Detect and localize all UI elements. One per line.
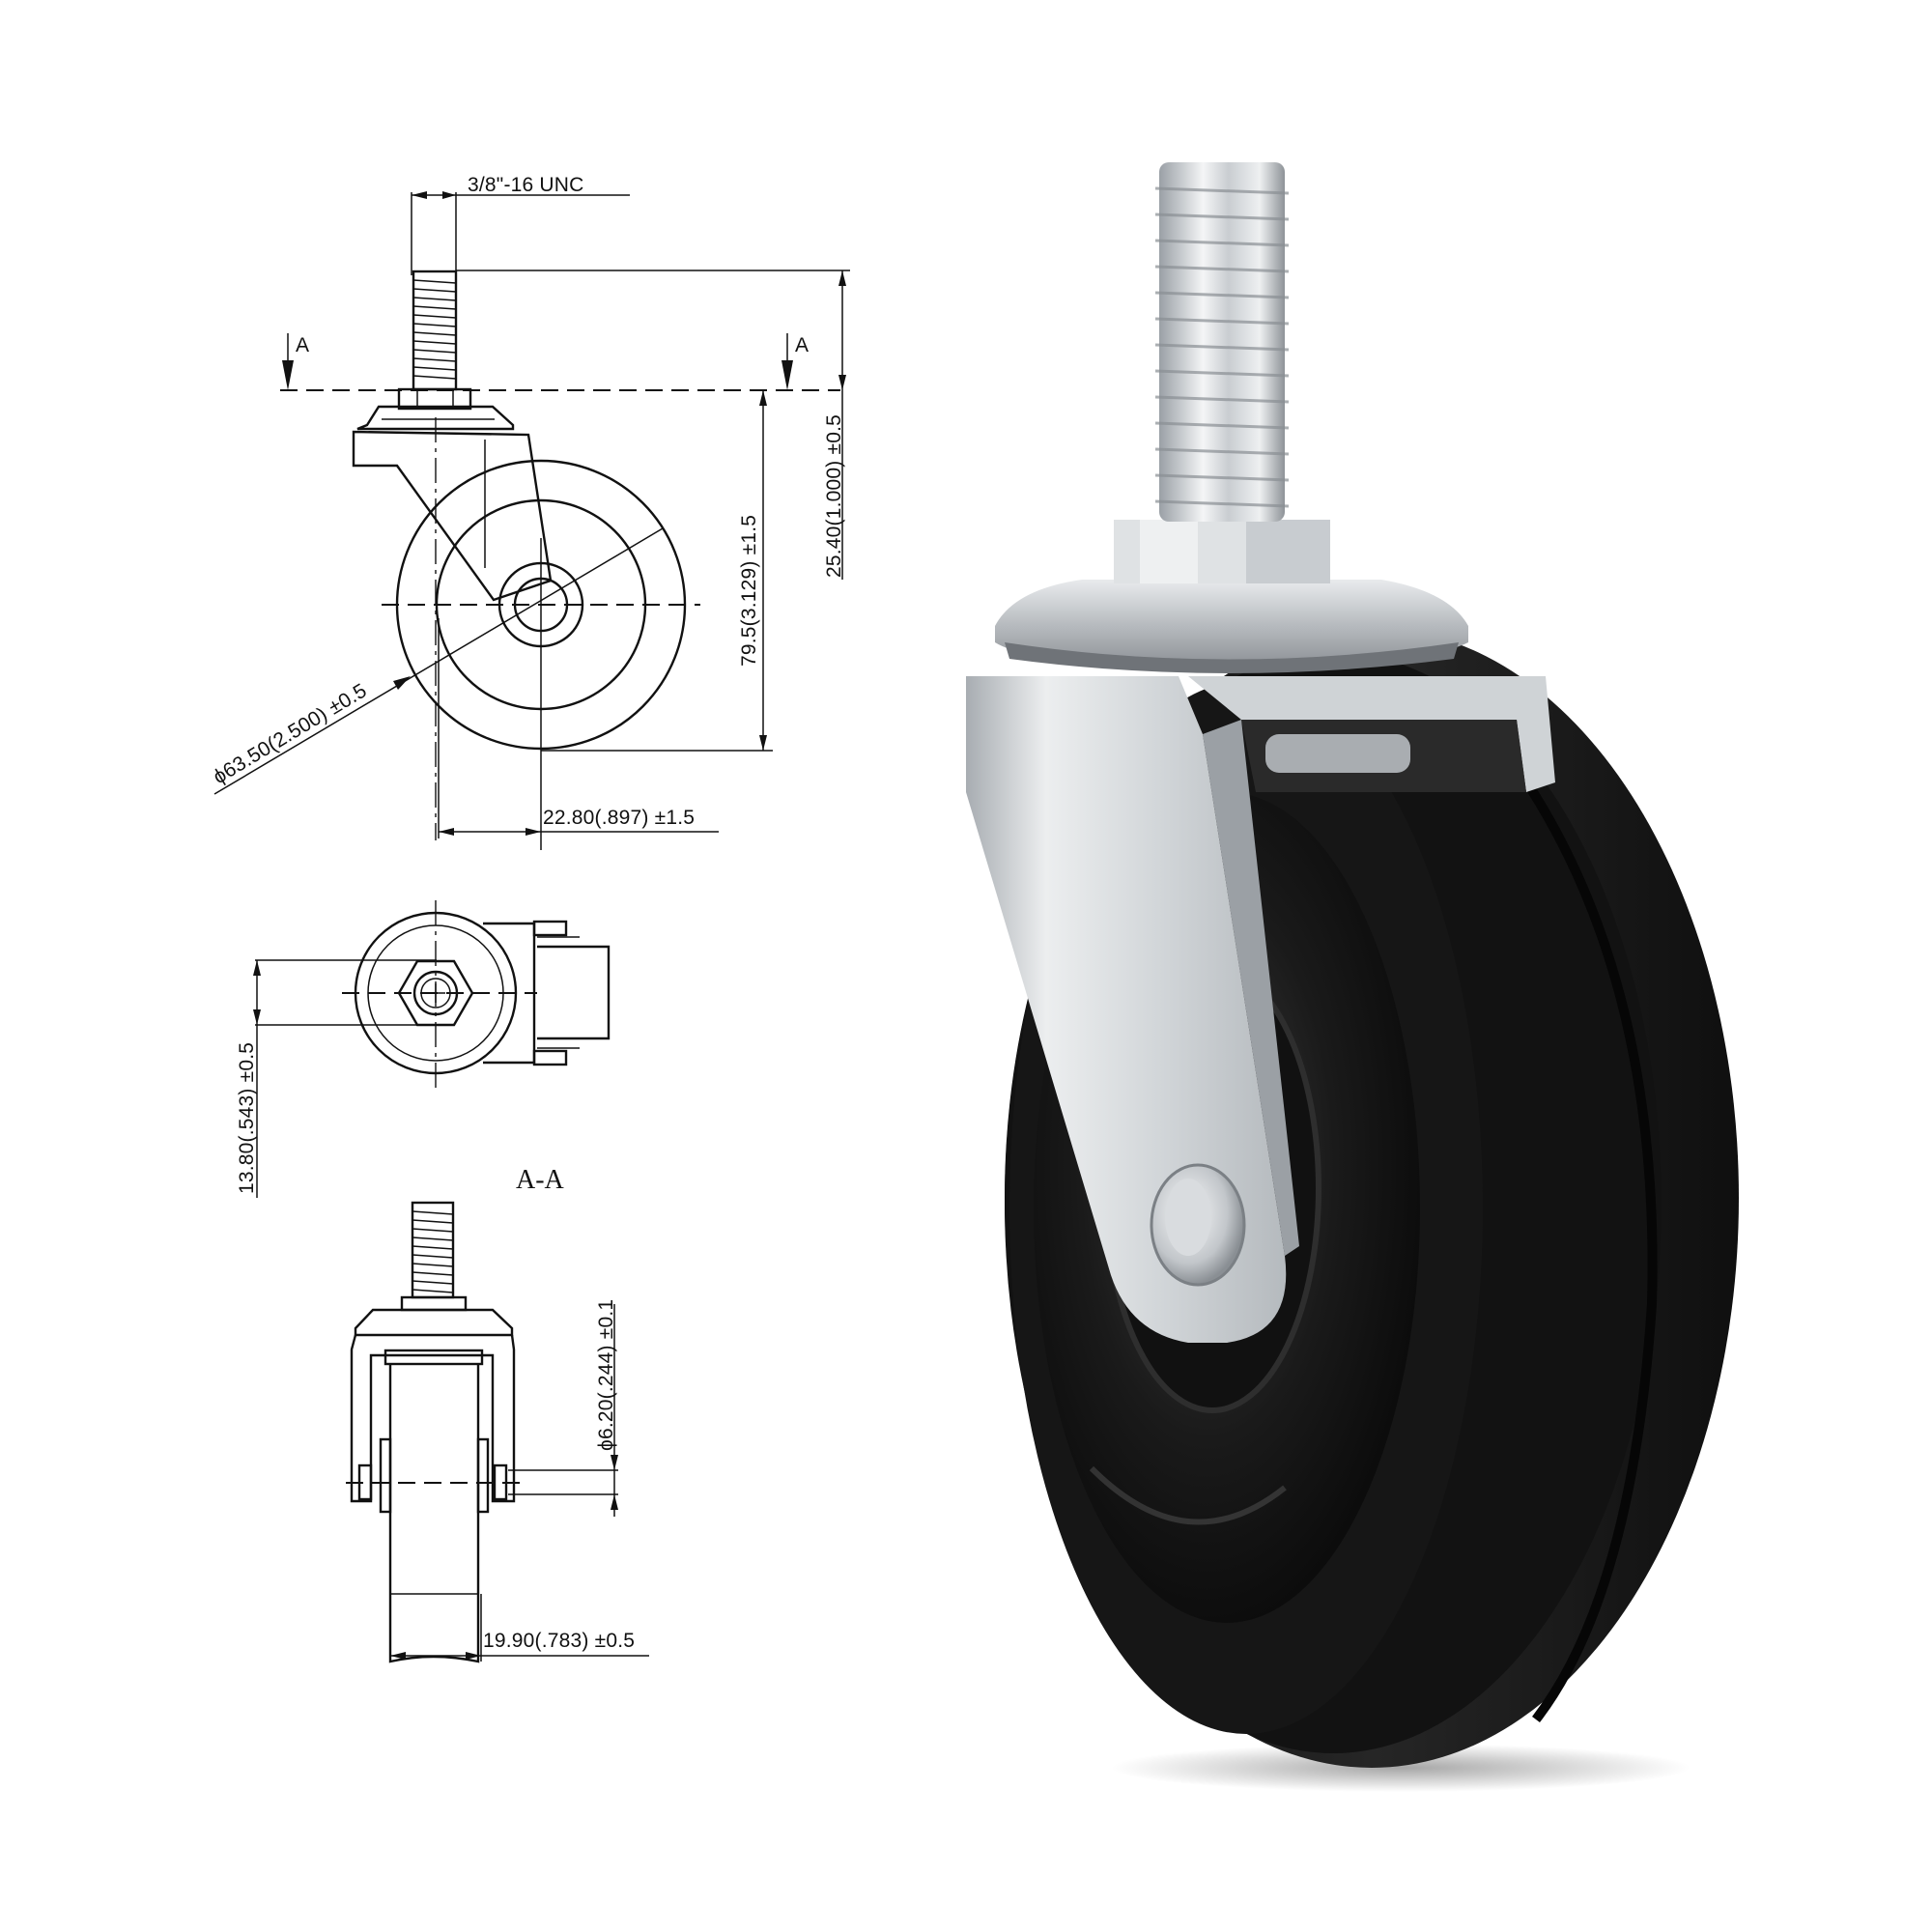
axle-bolt [1150,1163,1246,1287]
hub-dimension-label: 13.80(.543) ±0.5 [236,1042,258,1194]
top-view: 13.80(.543) ±0.5 A-A [236,900,611,1198]
stem-length-label: 25.40(1.000) ±0.5 [823,414,845,578]
overall-height-label: 79.5(3.129) ±1.5 [738,515,760,667]
svg-text:A: A [296,334,309,356]
front-view: ϕ6.20(.244) ±0.1 19.90(.783) ±0.5 [346,1201,649,1663]
wheel-width-label: 19.90(.783) ±0.5 [483,1630,635,1652]
hex-base [1114,520,1330,583]
section-label: A-A [516,1165,565,1195]
floor-shadow [1111,1744,1690,1792]
section-marker-right: A [781,333,809,390]
svg-text:A: A [795,334,809,356]
top-plate [995,580,1468,673]
threaded-stem-photo [1154,162,1290,522]
section-marker-left: A [282,333,309,390]
axle-diameter-label: ϕ6.20(.244) ±0.1 [595,1299,617,1451]
swivel-offset-label: 22.80(.897) ±1.5 [543,807,695,829]
thread-spec-label: 3/8"-16 UNC [468,174,584,196]
